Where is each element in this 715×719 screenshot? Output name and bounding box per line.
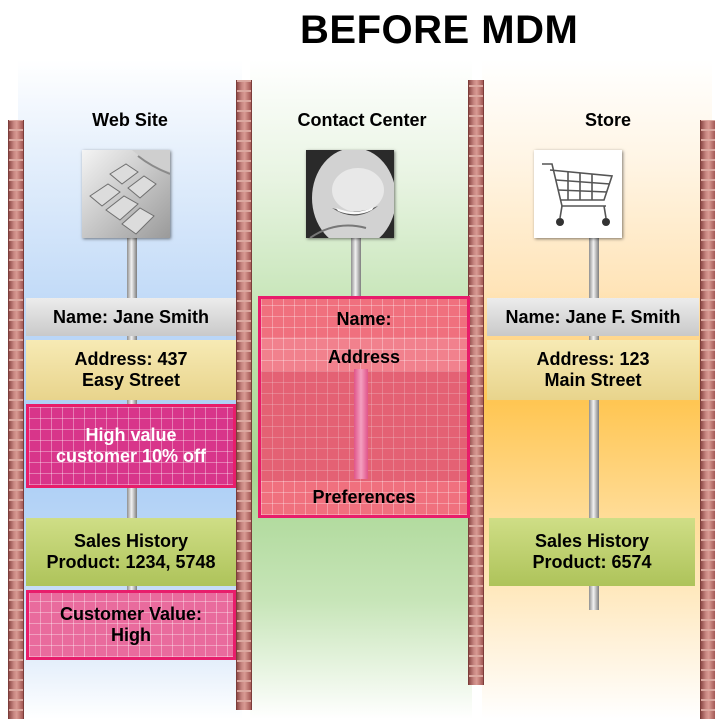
store-name-box: Name: Jane F. Smith xyxy=(487,298,699,336)
page-title: BEFORE MDM xyxy=(300,8,579,52)
contact-center-address-text: Address xyxy=(327,347,401,367)
contact-center-pole-inner xyxy=(354,369,368,479)
web-site-address-line2: Easy Street xyxy=(81,370,181,390)
web-site-offer-line2: customer 10% off xyxy=(55,446,207,466)
store-pole xyxy=(589,230,599,610)
store-sales-line1: Sales History xyxy=(534,531,650,551)
web-site-name-box: Name: Jane Smith xyxy=(26,298,236,336)
web-site-offer-line1: High value xyxy=(85,425,177,445)
brick-wall-contact-store xyxy=(468,80,484,685)
web-site-offer-box: High value customer 10% off xyxy=(26,404,236,488)
web-site-customer-value-box: Customer Value: High xyxy=(26,590,236,660)
contact-center-header: Contact Center xyxy=(297,110,427,130)
brick-wall-right xyxy=(700,120,715,719)
store-sales-history-box: Sales History Product: 6574 xyxy=(489,518,695,586)
store-header: Store xyxy=(584,110,631,130)
shopping-cart-photo-icon xyxy=(534,150,622,238)
web-site-address-box: Address: 437 Easy Street xyxy=(26,340,236,400)
store-sales-line2: Product: 6574 xyxy=(532,552,652,572)
brick-wall-web-contact xyxy=(236,80,252,710)
store-address-box: Address: 123 Main Street xyxy=(487,340,699,400)
store-name-text: Name: Jane F. Smith xyxy=(505,306,681,327)
store-address-line1: Address: 123 xyxy=(536,349,650,369)
contact-center-address-band xyxy=(261,337,467,371)
web-site-header: Web Site xyxy=(92,110,168,130)
web-site-sales-history-box: Sales History Product: 1234, 5748 xyxy=(26,518,236,586)
smiling-agent-headset-photo-icon xyxy=(306,150,394,238)
contact-center-record-box: Name: Address Preferences xyxy=(258,296,470,518)
brick-wall-left xyxy=(8,120,24,719)
keyboard-hand-photo-icon xyxy=(82,150,170,238)
contact-center-preferences-text: Preferences xyxy=(312,487,416,507)
store-address-line2: Main Street xyxy=(544,370,642,390)
web-site-value-line2: High xyxy=(110,625,151,645)
web-site-name-text: Name: Jane Smith xyxy=(52,306,210,327)
web-site-address-line1: Address: 437 xyxy=(74,349,188,369)
contact-center-name-text: Name: xyxy=(336,309,392,329)
web-site-sales-line1: Sales History xyxy=(73,531,189,551)
web-site-sales-line2: Product: 1234, 5748 xyxy=(46,552,216,572)
web-site-value-line1: Customer Value: xyxy=(59,604,203,624)
